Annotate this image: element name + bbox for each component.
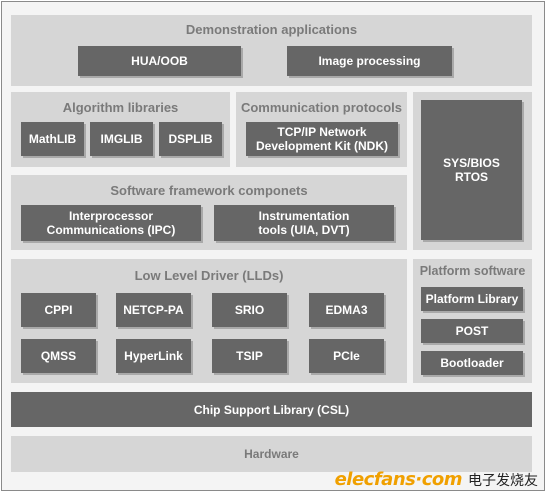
communication-protocols-title: Communication protocols [240,100,403,115]
ipc-label-line2: Communications (IPC) [46,223,176,237]
instrumentation-label-line1: Instrumentation [258,209,350,223]
csl-label: Chip Support Library (CSL) [193,402,350,417]
qmss-box: QMSS [21,339,96,373]
qmss-label: QMSS [40,349,77,363]
sysbios-label-line2: RTOS [454,170,489,184]
netcp-pa-box: NETCP-PA [116,293,191,327]
ndk-label-line2: Development Kit (NDK) [255,139,388,153]
csl-bar: Chip Support Library (CSL) [11,392,532,427]
mathlib-label: MathLIB [28,132,77,146]
software-framework-title: Software framework componets [110,183,308,198]
ipc-label-line1: Interprocessor [68,209,153,223]
tsip-label: TSIP [236,349,263,363]
edma3-box: EDMA3 [309,293,384,327]
cppi-box: CPPI [21,293,96,327]
demo-apps-title: Demonstration applications [185,22,358,37]
hardware-label: Hardware [244,447,299,461]
hyperlink-label: HyperLink [124,349,183,363]
post-label: POST [455,324,489,338]
image-processing-label: Image processing [318,54,421,68]
platform-library-box: Platform Library [421,287,523,311]
low-level-driver-panel: Low Level Driver (LLDs) CPPI NETCP-PA SR… [11,259,407,383]
pcie-box: PCIe [309,339,384,373]
sysbios-label-line1: SYS/BIOS [443,156,500,170]
instrumentation-label-line2: tools (UIA, DVT) [258,223,350,237]
image-processing-box: Image processing [287,46,452,76]
sysbios-box: SYS/BIOS RTOS [421,100,522,240]
sysbios-panel: SYS/BIOS RTOS [413,92,532,250]
software-framework-panel: Software framework componets Interproces… [11,175,407,250]
srio-label: SRIO [234,303,265,317]
algorithm-libraries-title: Algorithm libraries [62,100,179,115]
ipc-box: Interprocessor Communications (IPC) [21,205,201,241]
cppi-label: CPPI [44,303,73,317]
dsplib-label: DSPLIB [168,132,213,146]
netcp-pa-label: NETCP-PA [123,303,184,317]
hardware-bar: Hardware [11,436,532,472]
imglib-label: IMGLIB [100,132,143,146]
instrumentation-box: Instrumentation tools (UIA, DVT) [214,205,394,241]
watermark-english: elecfans·com [334,469,463,490]
imglib-box: IMGLIB [90,122,153,156]
watermark-chinese: 电子发烧友 [468,473,538,489]
communication-protocols-panel: Communication protocols TCP/IP Network D… [236,92,407,167]
dsplib-box: DSPLIB [159,122,222,156]
pcie-label: PCIe [333,349,360,363]
platform-software-title: Platform software [419,264,526,278]
bootloader-box: Bootloader [421,351,523,375]
post-box: POST [421,319,523,343]
tsip-box: TSIP [212,339,287,373]
ndk-box: TCP/IP Network Development Kit (NDK) [246,122,398,156]
low-level-driver-title: Low Level Driver (LLDs) [134,268,284,283]
bootloader-label: Bootloader [440,356,504,370]
srio-box: SRIO [212,293,287,327]
platform-library-label: Platform Library [425,292,519,306]
hua-oob-label: HUA/OOB [131,54,188,68]
demo-apps-panel: Demonstration applications HUA/OOB Image… [11,15,532,86]
edma3-label: EDMA3 [325,303,368,317]
elecfans-watermark: elecfans·com 电子发烧友 [335,469,538,490]
hua-oob-box: HUA/OOB [78,46,241,76]
algorithm-libraries-panel: Algorithm libraries MathLIB IMGLIB DSPLI… [11,92,230,167]
platform-software-panel: Platform software Platform Library POST … [413,259,532,383]
ndk-label-line1: TCP/IP Network [277,125,367,139]
hyperlink-box: HyperLink [116,339,191,373]
mathlib-box: MathLIB [21,122,84,156]
